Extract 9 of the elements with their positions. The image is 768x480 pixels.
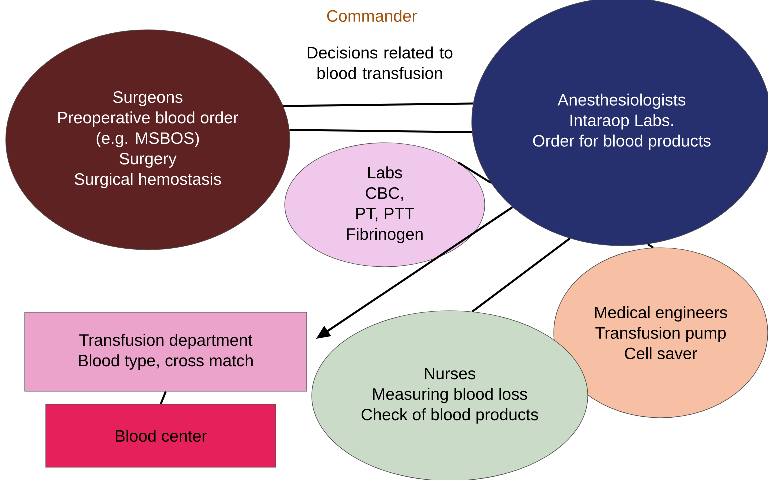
connector (290, 129, 472, 134)
connector (472, 238, 571, 313)
connector (283, 102, 474, 108)
heading: Commander (327, 10, 418, 22)
connector (648, 244, 654, 249)
connector (160, 391, 167, 405)
department-box: Transfusion department Blood type, cross match (24, 312, 308, 392)
annotation: Decisions related to blood transfusion (308, 46, 453, 80)
blood-center-box: Blood center (46, 404, 276, 468)
